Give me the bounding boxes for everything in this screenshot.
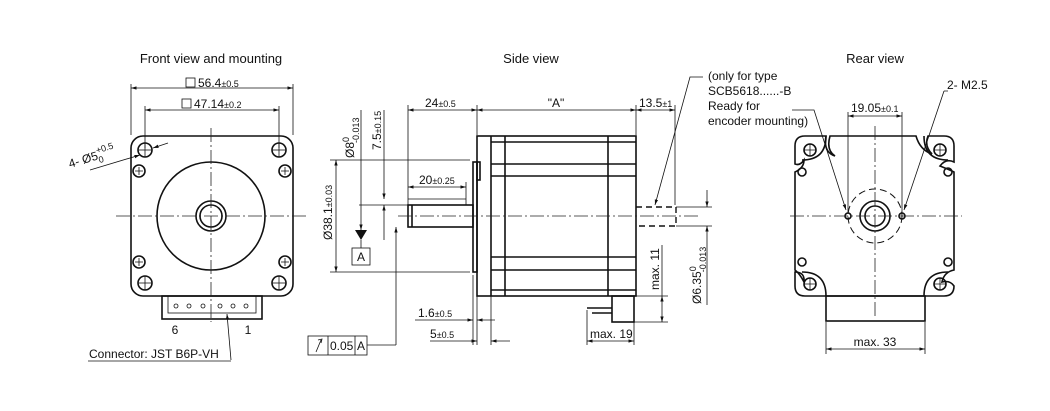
rear-shaft-encoder xyxy=(636,206,677,227)
dim-47-14: 47.14±0.2 xyxy=(194,97,241,111)
svg-text:Ready for: Ready for xyxy=(708,99,760,113)
rear-view-title: Rear view xyxy=(846,51,904,66)
square-symbol-icon xyxy=(181,98,192,109)
side-view-title: Side view xyxy=(503,51,559,66)
dim-a: "A" xyxy=(548,96,565,110)
side-view: Side view 24±0.5 "A" 13.5±1 xyxy=(307,51,808,356)
dim-1-6: 1.6±0.5 xyxy=(418,306,452,320)
dim-24: 24±0.5 xyxy=(425,96,456,110)
thread-callout: 2- M2.5 xyxy=(947,78,988,92)
dim-13-5: 13.5±1 xyxy=(639,96,672,110)
side-connector xyxy=(611,295,635,323)
runout-value: 0.05 xyxy=(330,339,354,353)
runout-datum: A xyxy=(357,339,365,353)
square-symbol-icon xyxy=(185,77,196,88)
dim-max-11: max. 11 xyxy=(648,248,662,290)
front-shaft xyxy=(407,204,474,228)
encoder-note: (only for type SCB5618......-B Ready for… xyxy=(708,69,808,128)
rear-view: Rear view 19.05±0.1 2- M2.5 xyxy=(790,51,988,354)
runout-frame: 0.05 A xyxy=(307,335,368,356)
runout-symbol-icon xyxy=(315,338,323,353)
datum-box xyxy=(351,247,371,266)
pin-1-label: 1 xyxy=(245,323,252,337)
dim-max-19: max. 19 xyxy=(590,327,633,341)
dim-5: 5±0.5 xyxy=(430,327,454,341)
connector-pins xyxy=(173,303,249,309)
mounting-holes xyxy=(137,142,287,291)
screws xyxy=(132,164,292,269)
front-view: Front view and mounting 56.4±0.5 47.14±0… xyxy=(66,51,306,362)
rear-connector xyxy=(825,295,926,322)
connector-label: Connector: JST B6P-VH xyxy=(89,347,219,361)
hole-callout: 4- Ø5+0.50 xyxy=(66,141,118,174)
dim-6-35: Ø6.350-0.013 xyxy=(688,247,708,304)
dim-20: 20±0.25 xyxy=(419,173,455,187)
dim-56-4: 56.4±0.5 xyxy=(198,76,239,90)
dim-max-33: max. 33 xyxy=(854,335,897,349)
pin-6-label: 6 xyxy=(172,323,179,337)
svg-text:SCB5618......-B: SCB5618......-B xyxy=(708,84,791,98)
svg-text:encoder mounting): encoder mounting) xyxy=(708,114,808,128)
rear-mounting-holes xyxy=(797,143,953,291)
dim-19-05: 19.05±0.1 xyxy=(851,101,898,115)
dim-7-5: 7.5±0.15 xyxy=(370,111,384,150)
svg-text:(only for type: (only for type xyxy=(708,69,778,83)
front-view-title: Front view and mounting xyxy=(140,51,282,66)
dim-38-1: Ø38.1±0.03 xyxy=(321,185,335,240)
datum-label: A xyxy=(357,250,365,264)
datum-triangle-icon xyxy=(355,230,367,240)
dim-shaft-8: Ø80-0.013 xyxy=(341,117,361,158)
